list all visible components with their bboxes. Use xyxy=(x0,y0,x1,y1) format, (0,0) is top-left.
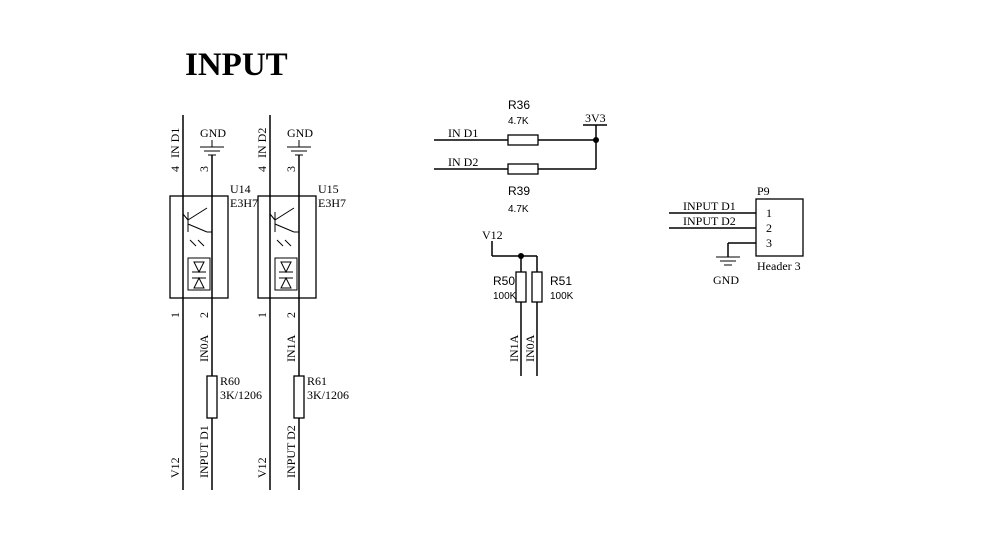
header-body xyxy=(755,198,804,257)
header-pin-3: 3 xyxy=(766,236,772,250)
part-number: E3H7 xyxy=(230,196,258,210)
gnd-symbol-icon xyxy=(716,256,740,266)
resistor-r39-ref: R39 xyxy=(508,184,530,198)
net-label-bottom: INPUT D1 xyxy=(197,425,211,478)
header-ref: P9 xyxy=(757,184,770,198)
resistor-r50-value: 100K xyxy=(493,291,517,302)
resistor-ref: R60 xyxy=(220,374,240,388)
resistor-value: 3K/1206 xyxy=(307,388,349,402)
ref-designator: U15 xyxy=(318,182,339,196)
pin-4-label: 4 xyxy=(255,166,269,172)
gnd-label: GND xyxy=(287,126,313,140)
header-p9: GND P9 Header 3 1 2 3 INPUT D1 INPUT D2 xyxy=(669,184,804,287)
resistor-r39-value: 4.7K xyxy=(508,204,529,215)
led-icon xyxy=(274,239,298,291)
net-label-top: IN D1 xyxy=(168,128,182,158)
pin-2-label: 2 xyxy=(197,312,211,318)
resistor-r51-ref: R51 xyxy=(550,274,572,288)
pulldown-network: V12 R50 100K R51 100K IN1A IN0A xyxy=(482,228,574,376)
resistor-ref: R61 xyxy=(307,374,327,388)
phototransistor-icon xyxy=(182,207,212,233)
net-label-k: V12 xyxy=(255,457,269,478)
net-label-bottom: INPUT D2 xyxy=(284,425,298,478)
junction-dot xyxy=(593,137,599,143)
resistor-body xyxy=(293,375,305,419)
resistor-r50-body xyxy=(515,271,527,303)
part-number: E3H7 xyxy=(318,196,346,210)
pin-1-label: 1 xyxy=(168,312,182,318)
resistor-value: 3K/1206 xyxy=(220,388,262,402)
pin-3-label: 3 xyxy=(284,166,298,172)
net-label-anode: IN0A xyxy=(197,334,211,362)
optocoupler-u15: GND U15 E3H7 4 IN D2 3 1 2 IN1A V12 INPU… xyxy=(255,115,349,490)
resistor-r50-ref: R50 xyxy=(493,274,515,288)
gnd-symbol-icon xyxy=(287,140,311,156)
net-label-input-d2: INPUT D2 xyxy=(683,214,736,228)
resistor-r36-value: 4.7K xyxy=(508,116,529,127)
pin-2-label: 2 xyxy=(284,312,298,318)
pin-1-label: 1 xyxy=(255,312,269,318)
gnd-label: GND xyxy=(200,126,226,140)
optocoupler-body xyxy=(257,195,317,299)
resistor-r39-body xyxy=(507,163,539,175)
junction-dot xyxy=(518,253,524,259)
pin-4-label: 4 xyxy=(168,166,182,172)
resistor-r51-body xyxy=(531,271,543,303)
header-name: Header 3 xyxy=(757,259,801,273)
pin-3-label: 3 xyxy=(197,166,211,172)
net-label-in-d2: IN D2 xyxy=(448,155,478,169)
rail-label-v12: V12 xyxy=(482,228,503,242)
optocoupler-u14: GND U14 E3H7 4 IN D1 3 1 2 IN0A V12 xyxy=(168,115,262,490)
header-pin-2: 2 xyxy=(766,221,772,235)
resistor-r36-ref: R36 xyxy=(508,98,530,112)
pullup-network: 3V3 R36 4.7K R39 4.7K IN D1 IN D2 xyxy=(434,98,607,215)
rail-label-3v3: 3V3 xyxy=(585,111,606,125)
net-label-in-d1: IN D1 xyxy=(448,126,478,140)
header-pin-1: 1 xyxy=(766,206,772,220)
net-label-in0a: IN0A xyxy=(523,334,537,362)
led-icon xyxy=(187,239,211,291)
gnd-label: GND xyxy=(713,273,739,287)
section-title: INPUT xyxy=(185,47,288,83)
resistor-r51-value: 100K xyxy=(550,291,574,302)
ref-designator: U14 xyxy=(230,182,251,196)
gnd-symbol-icon xyxy=(200,140,224,156)
net-label-input-d1: INPUT D1 xyxy=(683,199,736,213)
net-label-anode: IN1A xyxy=(284,334,298,362)
net-label-in1a: IN1A xyxy=(507,334,521,362)
net-label-top: IN D2 xyxy=(255,128,269,158)
resistor-r36-body xyxy=(507,134,539,146)
optocoupler-body xyxy=(169,195,229,299)
resistor-body xyxy=(206,375,218,419)
net-label-k: V12 xyxy=(168,457,182,478)
phototransistor-icon xyxy=(269,207,299,233)
